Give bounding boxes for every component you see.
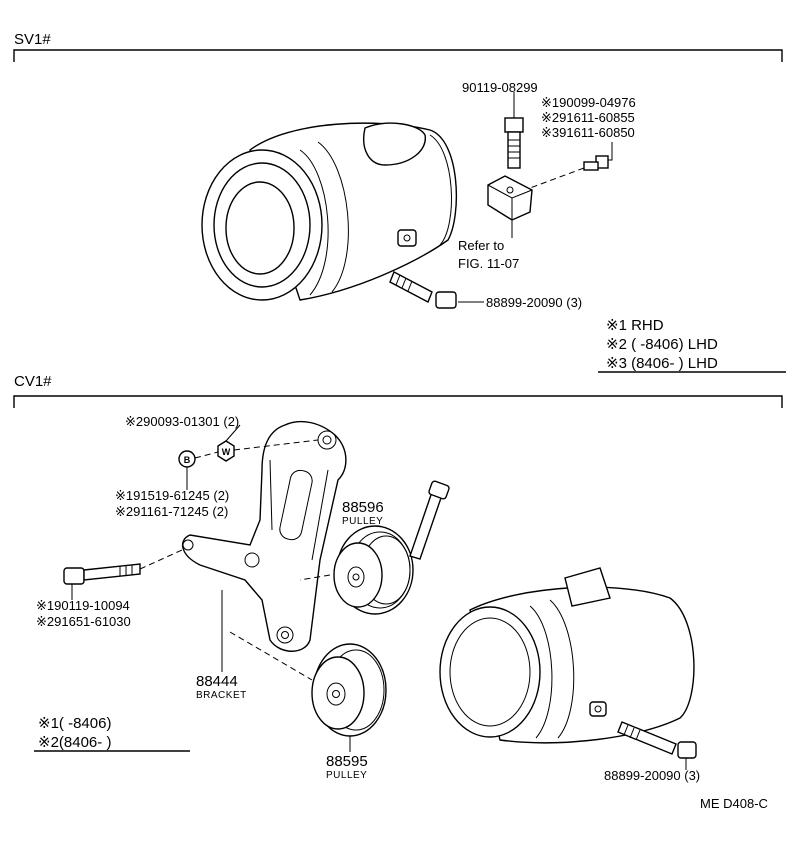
cv1-section-bracket [13,395,783,408]
cv1-label-nut-ref: ※290093-01301 (2) [125,414,239,429]
sv1-label-bolt-top: 90119-08299 [462,80,538,95]
cv1-label-bracket-no: 88444 [196,673,238,690]
sv1-note-3: ※3 (8406- ) LHD [606,355,718,372]
sv1-label-ref1: ※190099-04976 [541,95,636,110]
sv1-mount-bolt [389,271,484,309]
sv1-note-1: ※1 RHD [606,317,664,334]
sv1-label-mount-bolt: 88899-20090 (3) [486,295,582,310]
cv1-label-mount-bolt: 88899-20090 (3) [604,768,700,783]
sv1-note-2: ※2 ( -8406) LHD [606,336,718,353]
cv1-pulley-lower [229,631,387,752]
cv1-label-left-bolt1: ※190119-10094 [36,598,130,613]
sv1-compressor [201,122,457,301]
cv1-label-pulley-top-no: 88596 [342,499,384,516]
sv1-label-ref2: ※291611-60855 [541,110,635,125]
cv1-note-2: ※2(8406- ) [38,734,111,751]
sv1-label-refer-line2: FIG. 11-07 [458,256,519,271]
washer-letter: W [222,447,231,457]
sv1-block [487,175,533,238]
cv1-label-bracket-bolt1: ※191519-61245 (2) [115,488,229,503]
cv1-pulley-upper [299,480,450,615]
cv1-label-pulley-bottom-name: PULLEY [326,770,367,781]
sv1-section-bracket [13,49,783,62]
cv1-label-pulley-bottom-no: 88595 [326,753,368,770]
sv1-label-ref3: ※391611-60850 [541,125,635,140]
cv1-label-left-bolt2: ※291651-61030 [36,614,131,629]
bolt-letter: B [184,455,191,465]
sv1-label-refer-line1: Refer to [458,238,504,253]
cv1-label-bracket-bolt2: ※291161-71245 (2) [115,504,228,519]
cv1-note-1: ※1( -8406) [38,715,111,732]
cv1-label-bracket-name: BRACKET [196,690,247,701]
cv1-bolt-b: B [178,450,219,490]
cv1-washer-nut: W [217,424,319,462]
cv1-left-bolt [63,549,183,600]
cv1-label-pulley-top-name: PULLEY [342,516,383,527]
sv1-section-title: SV1# [14,31,51,48]
sv1-top-bolt [504,92,524,169]
cv1-bracket [181,420,347,672]
figure-code: ME D408-C [700,796,768,811]
sv1-side-bolt [529,142,613,189]
cv1-mount-bolt [617,721,697,770]
cv1-compressor [439,567,695,744]
cv1-section-title: CV1# [14,373,52,390]
